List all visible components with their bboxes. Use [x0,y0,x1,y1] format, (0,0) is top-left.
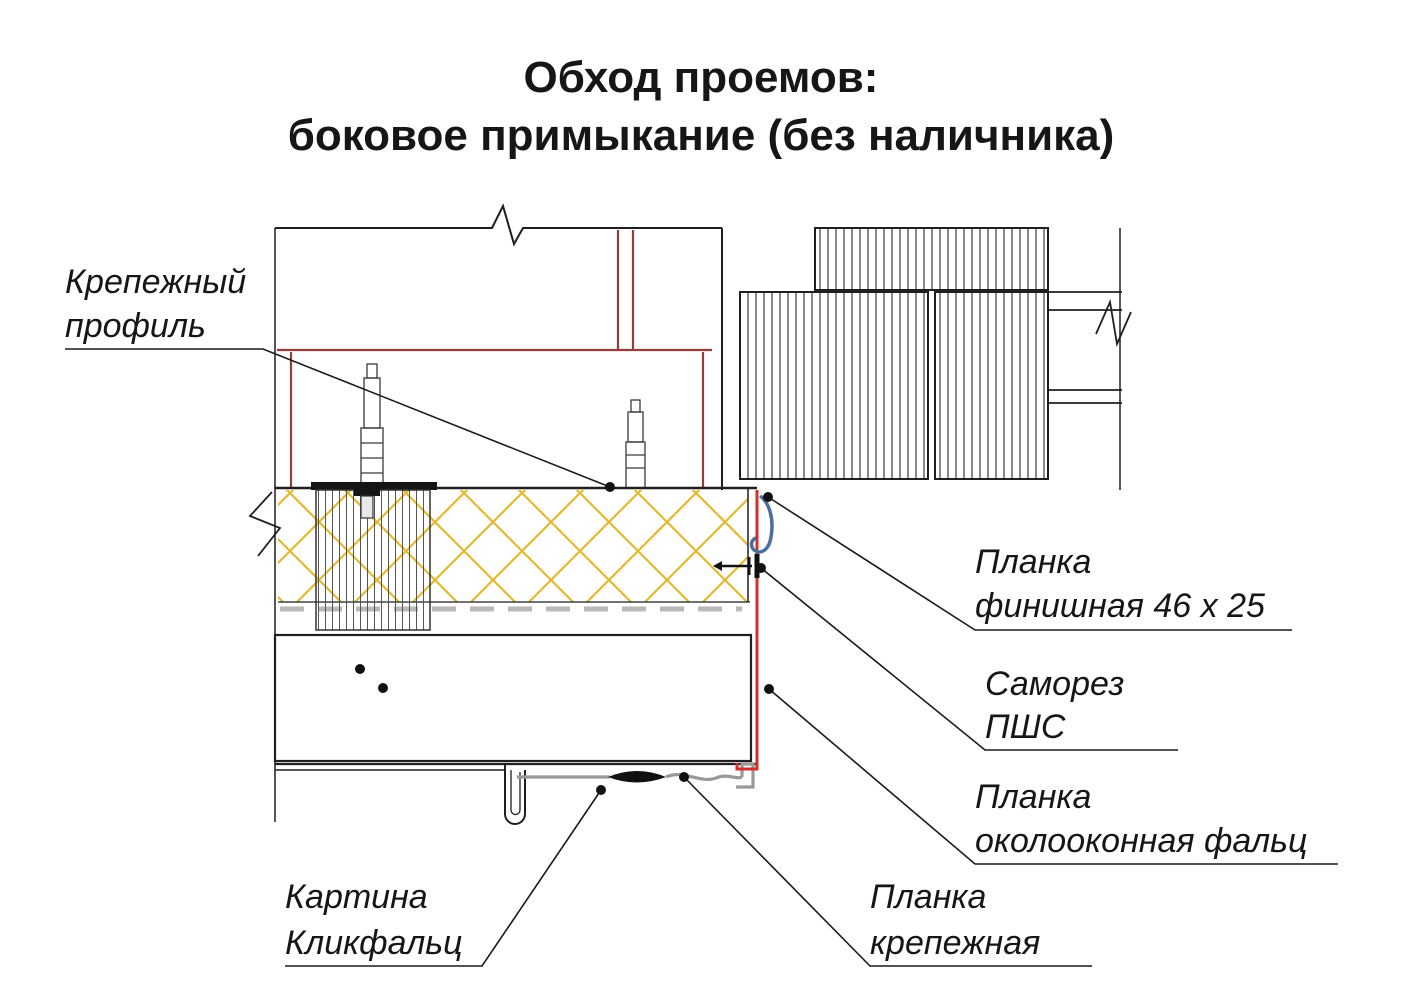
label-text: Планка [975,543,1091,581]
frame-block-top [814,227,1049,291]
label-text: Планка [870,878,986,916]
break-line-left [248,491,282,557]
leader-click-seam [285,789,602,967]
finish-strip-clip [749,494,774,554]
board-dot [378,683,388,693]
label-text: Планка [975,778,1091,816]
dowel-sleeve [625,441,646,489]
frame-block-right [934,291,1049,480]
leader-finish-strip [767,496,1292,631]
frame-extension-lines [1048,291,1122,404]
leader-dot [764,684,774,694]
label-text: Картина [285,878,428,916]
label-fixing-strip: Планка крепежная [870,878,1040,962]
label-text: финишная 46 х 25 [975,587,1265,625]
fixing-strip-hook [736,762,755,789]
screw-tip [713,561,722,571]
brick-joints [277,230,712,487]
label-fastening-profile: Крепежный профиль [65,263,246,345]
fixing-strip-wave [665,773,743,781]
label-text: околооконная фальц [975,822,1307,860]
dowel-body [363,377,381,429]
leader-dots [596,482,774,795]
label-text: Саморез [985,665,1124,703]
window-frame [739,227,1132,490]
label-finish-strip: Планка финишная 46 х 25 [975,543,1265,625]
dowel-body [627,411,644,443]
label-text: Кликфальц [285,924,463,962]
clickfalz-seam-outer [504,764,526,825]
fastening-profile-bracket [311,482,437,631]
dowel-head [630,399,641,413]
bracket-screw-head [354,489,380,496]
board-outline [273,633,753,763]
wall-top-edge [275,203,722,247]
break-line-right [1095,298,1132,348]
clickfalz-seam-inner [510,770,521,816]
leader-lines [65,348,1338,967]
board-layer [273,633,753,763]
label-window-flashing: Планка околооконная фальц [975,778,1307,860]
bracket-screw-body [360,495,374,519]
leader-dot [763,492,773,502]
page-title-line-2: боковое примыкание (без наличника) [288,111,1115,160]
leader-screw [760,567,1178,751]
leader-dot [605,482,615,492]
label-text: Крепежный [65,263,246,301]
leader-window-flashing [768,688,1338,865]
leader-dot [596,785,606,795]
bottom-sheet [275,762,756,825]
label-text: ПШС [985,708,1066,746]
label-text: крепежная [870,924,1040,962]
label-text: профиль [65,307,206,345]
leader-dot [756,563,766,573]
seam-lens [608,771,666,783]
board-dot [355,664,365,674]
screw-pshs [713,554,760,578]
leader-dot [679,772,689,782]
frame-block-left [739,291,929,480]
anchor-dowel-right [625,399,646,489]
leader-fixing-strip [683,776,1092,967]
leader-fastening-profile [65,348,611,488]
anchor-dowel-left [360,363,384,489]
fixing-strip-profile [517,762,755,789]
label-screw: Саморез ПШС [985,665,1124,746]
bracket-cap [311,482,437,490]
window-flashing-red [735,490,759,771]
label-click-seam: Картина Кликфальц [285,878,463,962]
page-title-line-1: Обход проемов: [524,53,879,102]
dowel-head [366,363,378,379]
